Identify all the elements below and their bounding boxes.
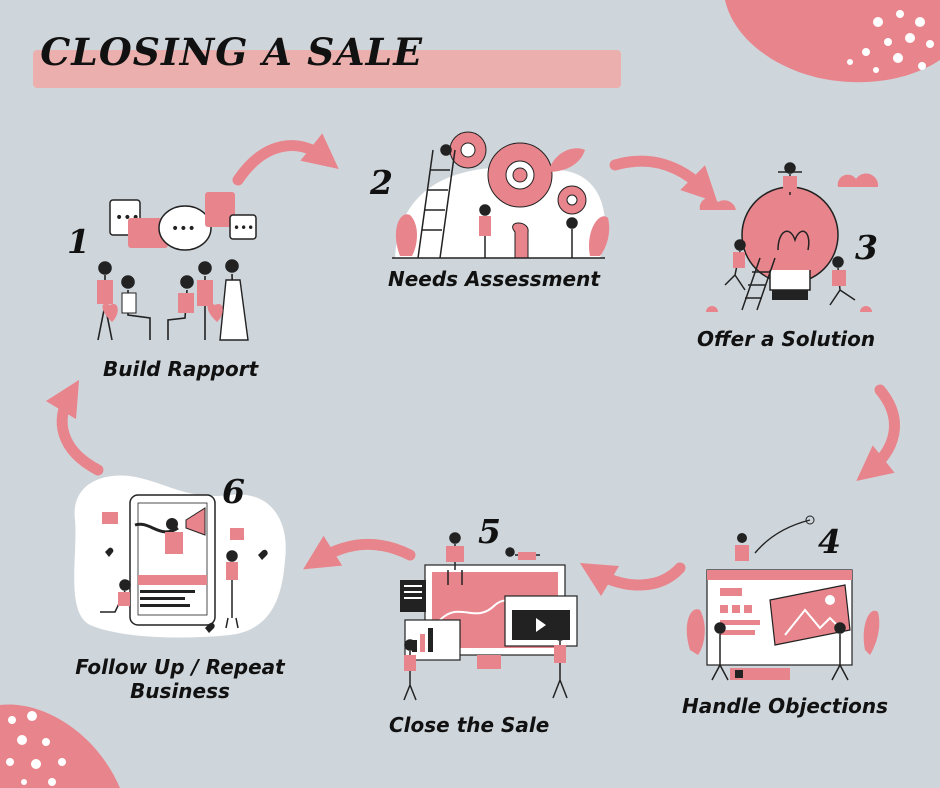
arrow-5-to-6: [303, 535, 416, 570]
svg-text:•••: •••: [171, 221, 196, 237]
step-3-label: Offer a Solution: [697, 327, 876, 351]
step-2-number: 2: [370, 163, 393, 202]
page-title: CLOSING A SALE: [40, 30, 424, 74]
arrow-2-to-3: [609, 155, 718, 203]
svg-text:•••: •••: [233, 221, 254, 235]
arrow-4-to-5: [579, 562, 686, 597]
step-4-label: Handle Objections: [682, 694, 889, 718]
arrow-1-to-2: [232, 133, 339, 186]
step-2-label: Needs Assessment: [388, 267, 600, 291]
gears-illustration: [392, 131, 610, 259]
cycle-arrows: [45, 133, 900, 597]
step-6-number: 6: [222, 472, 245, 511]
step-4-number: 4: [818, 522, 841, 561]
follow-up-illustration: [74, 475, 286, 638]
step-5-number: 5: [478, 512, 501, 551]
step-6-label: Follow Up / Repeat Business: [60, 655, 300, 703]
step-5-label: Close the Sale: [389, 713, 550, 737]
step-6-label-line-1: Follow Up / Repeat: [75, 655, 285, 679]
close-sale-illustration: [400, 532, 578, 701]
lightbulb-illustration: [699, 162, 879, 312]
step-6-label-line-2: Business: [130, 679, 230, 703]
top-right-blob: [725, 0, 940, 83]
rapport-illustration: ••• ••• •••: [97, 192, 257, 341]
step-1-number: 1: [67, 222, 90, 261]
arrow-6-to-1: [45, 379, 104, 476]
objections-illustration: [686, 515, 880, 681]
title-bar: [33, 50, 621, 88]
step-3-number: 3: [855, 228, 878, 267]
arrow-3-to-4: [856, 384, 900, 482]
bottom-left-blob: [0, 704, 120, 788]
step-1-label: Build Rapport: [103, 357, 259, 381]
